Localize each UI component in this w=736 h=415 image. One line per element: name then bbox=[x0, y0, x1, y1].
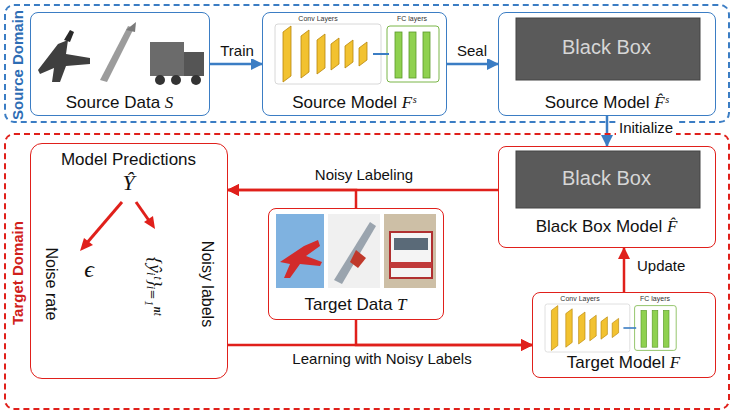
math-symbol: T bbox=[397, 295, 406, 314]
source-images bbox=[38, 22, 204, 85]
black-box-text: Black Box bbox=[562, 167, 651, 190]
illustration-part bbox=[276, 214, 324, 288]
edge-label: Noisy Labeling bbox=[312, 166, 416, 183]
illustration-part bbox=[275, 24, 439, 84]
flow-arrow bbox=[356, 320, 532, 345]
layer-label: FC layers bbox=[640, 295, 670, 302]
illustration-part bbox=[126, 22, 136, 32]
node-text: Black Box Model F̂ bbox=[536, 217, 678, 237]
illustration-part bbox=[64, 30, 74, 42]
node-text: Source Model Fˢ bbox=[292, 93, 416, 113]
node-text: Source Data S bbox=[66, 93, 174, 113]
edge-label: Train bbox=[217, 42, 257, 59]
flow-arrow bbox=[210, 63, 262, 66]
flow-arrow bbox=[606, 116, 609, 146]
illustration-part bbox=[328, 214, 380, 288]
node-text: Target Model F bbox=[567, 353, 680, 373]
prediction-box: Model PredictionsŶ Noise rate ϵ {ŷᵢᵗ}ᵢ₌₁ⁿᵗ N… bbox=[30, 143, 228, 379]
domain-region: Source DomainSource Data S Source Model F… bbox=[4, 4, 730, 123]
node-text: Noise rate bbox=[42, 248, 60, 321]
math-symbol: F̂ bbox=[667, 217, 677, 236]
black-box-shade bbox=[516, 151, 700, 208]
edge-label: Learning with Noisy Labels bbox=[289, 350, 474, 367]
illustration-part bbox=[350, 250, 366, 268]
illustration-part bbox=[384, 214, 436, 288]
model-box: Black BoxSource Model F̂ˢ bbox=[498, 12, 716, 116]
target-images bbox=[276, 214, 436, 288]
illustration-part bbox=[38, 40, 90, 82]
flow-arrow bbox=[447, 63, 498, 66]
node-text: Target Data T bbox=[304, 295, 406, 315]
node-text: Noisy labels bbox=[198, 241, 216, 327]
illustration-part bbox=[155, 75, 165, 85]
illustration-part bbox=[86, 202, 122, 244]
edge-label: Initialize bbox=[616, 119, 676, 136]
math-symbol: S bbox=[165, 93, 174, 112]
illustration-part bbox=[150, 42, 184, 76]
illustration-part bbox=[545, 304, 676, 352]
model-box: Source Model Fˢ bbox=[262, 12, 447, 116]
illustration-part bbox=[280, 240, 322, 278]
illustration-part bbox=[191, 75, 201, 85]
black-box-shade bbox=[516, 18, 700, 80]
flow-arrow bbox=[228, 344, 532, 347]
math-symbol: Fˢ bbox=[402, 93, 416, 112]
region-title: Target Domain bbox=[9, 221, 26, 325]
edge-label: Update bbox=[634, 257, 688, 274]
illustration-part bbox=[334, 222, 376, 284]
illustration-part bbox=[545, 304, 676, 352]
flow-arrow bbox=[228, 190, 356, 208]
flow-arrow bbox=[623, 248, 626, 292]
data-box: Source Data S bbox=[30, 12, 210, 116]
region-title: Source Domain bbox=[9, 10, 26, 120]
illustration-part bbox=[394, 238, 428, 250]
node-text: {ŷᵢᵗ}ᵢ₌₁ⁿᵗ bbox=[144, 257, 166, 316]
edge-label: Seal bbox=[454, 42, 490, 59]
layer-label: FC layers bbox=[397, 15, 427, 22]
illustration-part bbox=[184, 52, 204, 76]
node-text: Model Predictions bbox=[61, 150, 196, 170]
illustration-part bbox=[390, 262, 432, 268]
layer-label: Conv Layers bbox=[560, 295, 599, 302]
model-box: Target Model F bbox=[532, 292, 716, 378]
illustration-part bbox=[390, 232, 432, 278]
black-box-text: Black Box bbox=[562, 36, 651, 59]
model-box: Black BoxBlack Box Model F̂ bbox=[498, 146, 716, 248]
illustration-part bbox=[144, 216, 155, 229]
math-symbol: F bbox=[670, 353, 680, 372]
node-text: Source Model F̂ˢ bbox=[545, 93, 669, 113]
node-text: ϵ bbox=[84, 256, 94, 284]
data-box: Target Data T bbox=[268, 208, 444, 320]
node-text: Ŷ bbox=[122, 170, 134, 195]
illustration-part bbox=[100, 26, 134, 82]
prediction-arrows bbox=[80, 202, 155, 251]
illustration-part bbox=[80, 238, 93, 251]
math-symbol: F̂ˢ bbox=[654, 93, 668, 112]
illustration-part bbox=[136, 202, 150, 222]
layer-label: Conv Layers bbox=[298, 15, 337, 22]
illustration-part bbox=[171, 75, 181, 85]
